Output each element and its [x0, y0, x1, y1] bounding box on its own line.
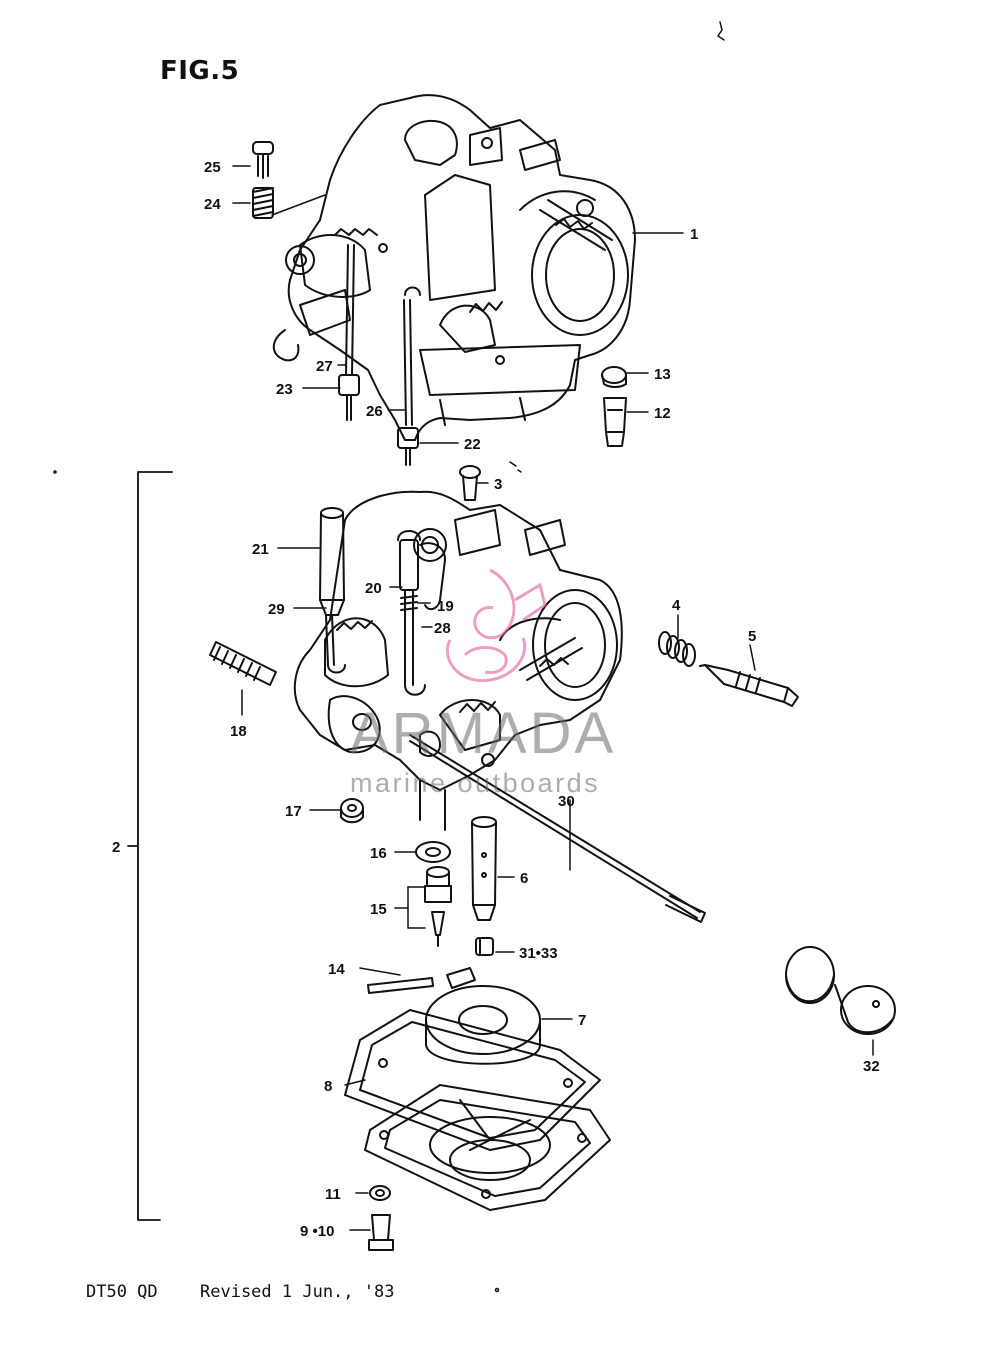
- callout-9-10: 9 •10: [300, 1223, 334, 1240]
- callout-30: 30: [558, 793, 575, 810]
- callout-31-33: 31•33: [519, 945, 558, 962]
- callout-8: 8: [324, 1078, 332, 1095]
- spring-24: [253, 188, 273, 218]
- footer-model: DT50 QD: [86, 1282, 158, 1302]
- pin-12: [604, 398, 626, 446]
- cap-13: [602, 367, 626, 387]
- rod-20: [398, 531, 425, 695]
- scan-marks: [54, 22, 724, 1292]
- callout-22: 22: [464, 436, 481, 453]
- callout-16: 16: [370, 845, 387, 862]
- watermark-brand: ARMADA: [350, 701, 617, 766]
- callout-32: 32: [863, 1058, 880, 1075]
- assembly-bracket-2: [138, 472, 172, 1220]
- washer-16: [416, 842, 450, 862]
- callout-17: 17: [285, 803, 302, 820]
- footer-revision: Revised 1 Jun., '83: [200, 1282, 395, 1302]
- spring-19: [401, 596, 417, 610]
- callout-27: 27: [316, 358, 333, 375]
- main-jet-31-33: [476, 938, 493, 955]
- rod-30: [410, 735, 705, 922]
- callout-28: 28: [434, 620, 451, 637]
- callout-12: 12: [654, 405, 671, 422]
- carburetor-body-assembly: [274, 95, 635, 440]
- callout-14: 14: [328, 961, 345, 978]
- callout-15: 15: [370, 901, 387, 918]
- leader-lines: [233, 166, 873, 1230]
- callout-13: 13: [654, 366, 671, 383]
- callout-11: 11: [325, 1186, 341, 1203]
- callout-25: 25: [204, 159, 221, 176]
- plug-32: [786, 947, 895, 1034]
- callout-21: 21: [252, 541, 269, 558]
- screw-25: [253, 142, 273, 178]
- callout-3: 3: [494, 476, 502, 493]
- linkage-rod-27: [339, 245, 359, 420]
- rod-28: [420, 543, 445, 609]
- screw-9-10: [369, 1215, 393, 1250]
- watermark-subtitle: marine outboards: [350, 768, 601, 798]
- tube-21: [320, 508, 344, 615]
- figure-title: FIG.5: [160, 56, 240, 86]
- watermark-logo: [415, 560, 565, 700]
- callout-2: 2: [112, 839, 120, 856]
- screw-3: [460, 466, 480, 500]
- nut-17: [341, 799, 363, 822]
- callout-19: 19: [437, 598, 454, 615]
- callout-18: 18: [230, 723, 247, 740]
- callout-1: 1: [690, 226, 698, 243]
- mixing-body-assembly: [295, 492, 622, 830]
- needle-screw-5: [700, 665, 798, 706]
- emulsion-tube-6: [472, 817, 496, 920]
- callout-labels: 1 2 3 4 5 6 7 8 9 •10 11 12 13 14 15 16 …: [112, 159, 880, 1240]
- gasket-8: [345, 1010, 600, 1150]
- linkage-rod-26: [398, 288, 420, 466]
- callout-23: 23: [276, 381, 293, 398]
- float-7: [426, 968, 540, 1064]
- callout-4: 4: [672, 597, 681, 614]
- needle-valve-15: [425, 867, 451, 946]
- float-pin-14: [368, 978, 433, 993]
- callout-24: 24: [204, 196, 221, 213]
- callout-5: 5: [748, 628, 756, 645]
- rod-29: [326, 615, 345, 673]
- washer-11: [370, 1186, 390, 1200]
- float-bowl: [365, 1085, 610, 1210]
- callout-6: 6: [520, 870, 528, 887]
- stud-18: [210, 642, 276, 685]
- callout-29: 29: [268, 601, 285, 618]
- callout-20: 20: [365, 580, 382, 597]
- callout-7: 7: [578, 1012, 586, 1029]
- spring-4: [659, 632, 695, 666]
- callout-26: 26: [366, 403, 383, 420]
